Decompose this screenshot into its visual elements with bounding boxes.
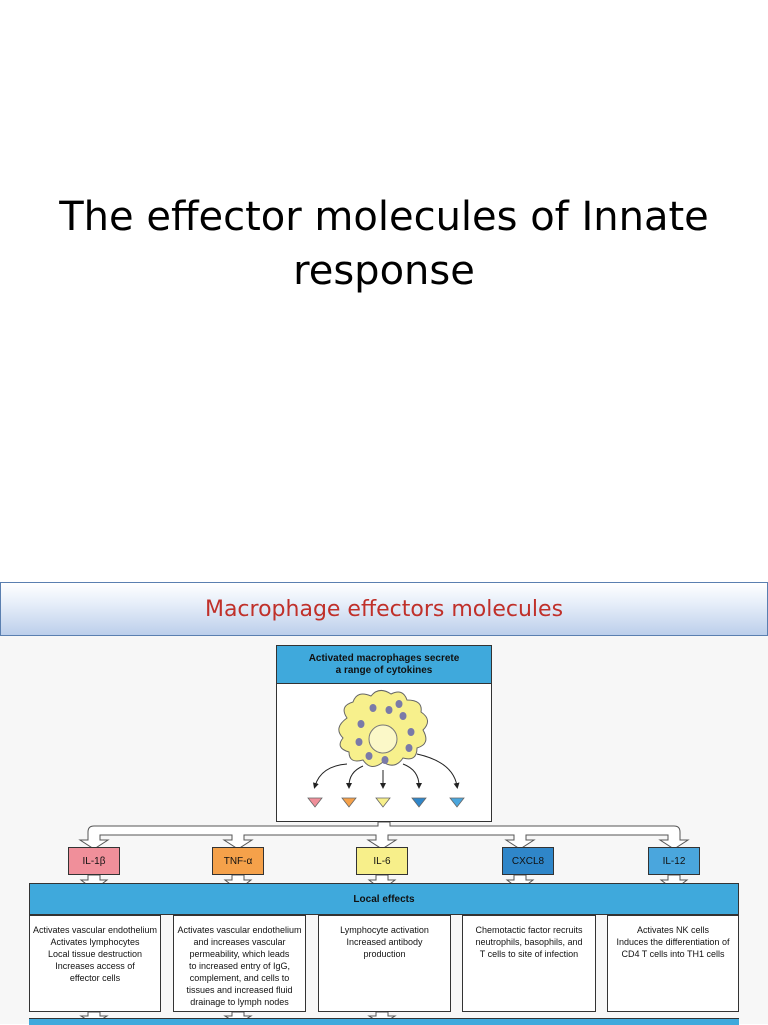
cytokine-label: IL-1β bbox=[82, 855, 106, 867]
effect-line: Local tissue destruction bbox=[47, 949, 143, 959]
granule-icons bbox=[355, 700, 415, 764]
cytokine-label: TNF-α bbox=[223, 855, 253, 867]
cytokine-box-cxcl8: CXCL8 bbox=[502, 847, 554, 875]
effect-line: Activates vascular endothelium bbox=[177, 925, 302, 935]
cytokine-triangles bbox=[307, 797, 465, 808]
nucleus-icon bbox=[368, 724, 398, 754]
il6-triangle-icon bbox=[375, 797, 391, 808]
effect-box-il1b: Activates vascular endothelium Activates… bbox=[29, 915, 161, 1012]
effect-line: neutrophils, basophils, and bbox=[475, 937, 583, 947]
section-banner: Macrophage effectors molecules bbox=[0, 582, 768, 636]
banner-title: Macrophage effectors molecules bbox=[204, 597, 564, 622]
effect-line: Increases access of bbox=[55, 961, 135, 971]
effect-line: Activates NK cells bbox=[636, 925, 710, 935]
effect-box-tnfa: Activates vascular endothelium and incre… bbox=[173, 915, 306, 1012]
effect-line: Lymphocyte activation bbox=[340, 925, 429, 935]
effect-line: Activates lymphocytes bbox=[50, 937, 140, 947]
effect-line: and increases vascular bbox=[193, 937, 286, 947]
slide-title: The effector molecules of Innate respons… bbox=[40, 190, 728, 298]
effect-line: Induces the differentiation of bbox=[616, 937, 730, 947]
slide-title-line-1: The effector molecules of Innate bbox=[59, 194, 709, 240]
effect-line: tissues and increased fluid bbox=[186, 985, 293, 995]
effect-box-il6: Lymphocyte activation Increased antibody… bbox=[318, 915, 451, 1012]
effect-line: Increased antibody bbox=[346, 937, 423, 947]
cytokine-box-tnfa: TNF-α bbox=[212, 847, 264, 875]
macrophage-box-header: Activated macrophages secrete a range of… bbox=[277, 646, 491, 684]
cytokine-box-il1b: IL-1β bbox=[68, 847, 120, 875]
macrophage-box-line-2: a range of cytokines bbox=[335, 664, 433, 676]
effect-line: Activates vascular endothelium bbox=[32, 925, 158, 935]
macrophage-box: Activated macrophages secrete a range of… bbox=[276, 645, 492, 822]
cytokine-label: IL-12 bbox=[662, 855, 686, 867]
branch-connector bbox=[78, 821, 690, 850]
il1b-triangle-icon bbox=[307, 797, 323, 808]
tnfa-triangle-icon bbox=[341, 797, 357, 808]
macrophage-illustration bbox=[307, 690, 465, 808]
macrophage-box-line-1: Activated macrophages secrete bbox=[308, 652, 460, 664]
effect-line: T cells to site of infection bbox=[479, 949, 579, 959]
cytokine-label: IL-6 bbox=[373, 855, 391, 867]
effect-line: production bbox=[363, 949, 406, 959]
effect-line: Chemotactic factor recruits bbox=[475, 925, 583, 935]
cytokine-box-il12: IL-12 bbox=[648, 847, 700, 875]
local-effects-label: Local effects bbox=[353, 893, 415, 905]
effect-box-il12: Activates NK cells Induces the different… bbox=[607, 915, 739, 1012]
slide-title-line-2: response bbox=[293, 248, 475, 294]
bottom-strip bbox=[29, 1018, 739, 1025]
il12-triangle-icon bbox=[449, 797, 465, 808]
cxcl8-triangle-icon bbox=[411, 797, 427, 808]
effect-line: to increased entry of IgG, bbox=[188, 961, 291, 971]
secretion-arrows bbox=[312, 753, 460, 789]
effect-line: effector cells bbox=[69, 973, 121, 983]
effect-line: complement, and cells to bbox=[189, 973, 290, 983]
effect-box-cxcl8: Chemotactic factor recruits neutrophils,… bbox=[462, 915, 596, 1012]
local-effects-bar: Local effects bbox=[29, 883, 739, 915]
effect-line: drainage to lymph nodes bbox=[190, 997, 289, 1007]
effect-line: permeability, which leads bbox=[189, 949, 290, 959]
cytokine-label: CXCL8 bbox=[511, 855, 545, 867]
cytokine-box-il6: IL-6 bbox=[356, 847, 408, 875]
effect-line: CD4 T cells into TH1 cells bbox=[621, 949, 725, 959]
